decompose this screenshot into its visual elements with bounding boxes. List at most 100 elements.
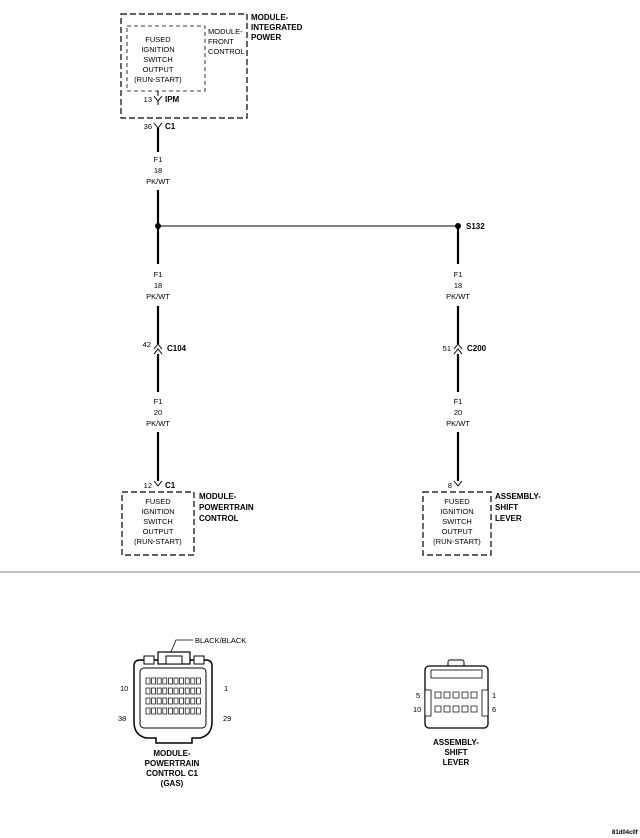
asl-dashed-box xyxy=(422,491,492,556)
asl-pin-label-5: 5 xyxy=(416,691,420,700)
pcm-cavity xyxy=(196,687,201,695)
pcm-cavity xyxy=(162,697,168,705)
asl-cavity xyxy=(434,691,442,699)
c200-pin-icon-a xyxy=(453,343,463,350)
ipm-pin-icon xyxy=(153,95,163,102)
wire-ll-code: F1 xyxy=(154,397,163,406)
pcm-cavity xyxy=(184,697,190,705)
pcm-caption-3: CONTROL C1 xyxy=(146,769,198,778)
asl-caption-3: LEVER xyxy=(443,758,470,767)
pcm-cavity xyxy=(151,697,156,705)
wire-mr-code: F1 xyxy=(454,270,463,279)
pcm-cavity xyxy=(168,707,173,715)
c1-top-connector-label: C1 xyxy=(165,122,176,131)
pcm-connector-face: BLACK/BLACK 10 1 38 29 xyxy=(118,636,246,744)
pcm-cavity xyxy=(162,687,168,695)
pcm-cavity xyxy=(151,707,156,715)
ipm-func-1: FUSED xyxy=(145,35,171,44)
asl-cavity-grid xyxy=(434,691,478,713)
mfc-title-2: FRONT xyxy=(208,37,234,46)
pcm-shell-tab-right xyxy=(193,655,205,665)
pcm-cavity xyxy=(173,677,179,685)
pcm-cavity xyxy=(173,707,179,715)
asl-pin-label-1: 1 xyxy=(492,691,496,700)
asl-cavity xyxy=(443,705,451,713)
pcm-cavity xyxy=(145,697,151,705)
wire-ml-code: F1 xyxy=(154,270,163,279)
pcm-cavity xyxy=(156,687,162,695)
asl-title-1: ASSEMBLY- xyxy=(495,492,541,501)
pcm-title-3: CONTROL xyxy=(199,514,239,523)
mfc-title-3: CONTROL xyxy=(208,47,245,56)
c1-top-pin-number: 36 xyxy=(144,122,152,131)
ipm-dashed-box xyxy=(120,13,248,119)
wire-ml-gauge: 18 xyxy=(154,281,162,290)
pcm-cavity xyxy=(145,707,151,715)
ipm-pin-number: 13 xyxy=(144,95,152,104)
wire-ul-code: F1 xyxy=(154,155,163,164)
pcm-cavity xyxy=(179,707,184,715)
ipm-func-3: SWITCH xyxy=(143,55,173,64)
pcm-cavity xyxy=(168,687,173,695)
pcm-func-2: IGNITION xyxy=(141,507,174,516)
pcm-connector-label: C1 xyxy=(165,481,176,490)
pcm-cavity xyxy=(168,677,173,685)
ipm-func-5: (RUN-START) xyxy=(134,75,182,84)
wire-ml-color: PK/WT xyxy=(146,292,170,301)
pcm-cavity xyxy=(190,697,196,705)
pcm-cavity xyxy=(162,677,168,685)
pcm-conn-color-label: BLACK/BLACK xyxy=(195,636,246,645)
pcm-cavity xyxy=(179,697,184,705)
asl-top-rib xyxy=(430,669,483,679)
asl-pin-label-10: 10 xyxy=(413,705,421,714)
asl-func-2: IGNITION xyxy=(440,507,473,516)
asl-pin-number: 8 xyxy=(448,481,452,490)
c200-connector-label: C200 xyxy=(467,344,487,353)
pcm-title-2: POWERTRAIN xyxy=(199,503,254,512)
asl-func-3: SWITCH xyxy=(442,517,472,526)
asl-side-rib-left xyxy=(424,689,432,717)
pcm-pin-number: 12 xyxy=(144,481,152,490)
wire-lr-gauge: 20 xyxy=(454,408,462,417)
asl-cavity xyxy=(443,691,451,699)
ipm-func-4: OUTPUT xyxy=(143,65,174,74)
c1-top-pin-icon xyxy=(153,122,163,129)
mfc-title-1: MODULE- xyxy=(208,27,243,36)
pcm-cavity xyxy=(179,677,184,685)
wire-mr-gauge: 18 xyxy=(454,281,462,290)
wire-ll-color: PK/WT xyxy=(146,419,170,428)
asl-func-1: FUSED xyxy=(444,497,470,506)
asl-cavity xyxy=(470,705,478,713)
asl-title-2: SHIFT xyxy=(495,503,518,512)
asl-side-rib-right xyxy=(481,689,489,717)
asl-func-5: (RUN-START) xyxy=(433,537,481,546)
pcm-cavity xyxy=(184,687,190,695)
wire-ul-gauge: 18 xyxy=(154,166,162,175)
pcm-cavity xyxy=(196,707,201,715)
pcm-title-1: MODULE- xyxy=(199,492,237,501)
ipm-title-2: INTEGRATED xyxy=(251,23,303,32)
asl-cavity xyxy=(461,691,469,699)
pcm-func-5: (RUN-START) xyxy=(134,537,182,546)
pcm-func-1: FUSED xyxy=(145,497,171,506)
pcm-cavity xyxy=(190,677,196,685)
pcm-cavity xyxy=(184,707,190,715)
c200-pin-number: 51 xyxy=(443,344,451,353)
pcm-cavity xyxy=(156,707,162,715)
pcm-pin-label-38: 38 xyxy=(118,714,126,723)
pcm-cavity xyxy=(190,707,196,715)
pcm-pin-icon xyxy=(153,480,163,487)
wire-ul-color: PK/WT xyxy=(146,177,170,186)
ipm-connector-label: IPM xyxy=(165,95,180,104)
asl-func-4: OUTPUT xyxy=(442,527,473,536)
pcm-dashed-box xyxy=(121,491,195,556)
pcm-pin-label-10: 10 xyxy=(120,684,128,693)
c104-pin-icon-b xyxy=(153,348,163,355)
c104-pin-icon-a xyxy=(153,343,163,350)
pcm-cavity xyxy=(179,687,184,695)
asl-cavity xyxy=(452,691,460,699)
asl-pin-label-6: 6 xyxy=(492,705,496,714)
wire-mr-color: PK/WT xyxy=(446,292,470,301)
asl-connector-face: 5 1 10 6 xyxy=(413,659,496,729)
